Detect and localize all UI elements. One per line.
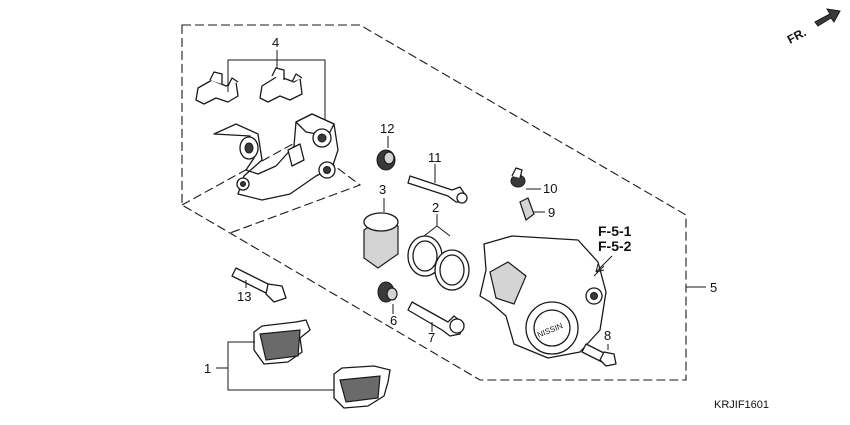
callout-9: 9 [548,205,555,220]
callout-11: 11 [428,150,442,165]
front-direction-indicator: FR. [785,8,841,47]
caliper-body: NISSIN [479,235,607,359]
seals-part-2: 2 [407,200,470,291]
reference-label-1: F-5-1 [598,223,632,239]
callout-6: 6 [390,313,397,328]
callout-13: 13 [237,289,251,304]
callout-5: 5 [710,280,717,295]
callout-7: 7 [428,330,435,345]
reference-arrow-icon [595,255,613,273]
front-arrow-icon [814,8,841,27]
assembly-frame [181,24,687,381]
bolt-part-8: 8 [581,328,617,367]
piston-part-3: 3 [363,182,399,269]
callout-4: 4 [272,35,279,50]
pad-spring-part-4: 4 [195,35,326,128]
boot-part-12: 12 [376,121,396,171]
bolt-part-13: 13 [231,267,287,304]
front-label: FR. [785,25,809,46]
callout-1: 1 [204,361,211,376]
caliper-bracket [213,113,339,201]
drawing-code: KRJIF1601 [714,399,769,411]
callout-8: 8 [604,328,611,343]
callout-2: 2 [432,200,439,215]
boot-part-6: 6 [377,281,398,328]
callout-3: 3 [379,182,386,197]
callout-12: 12 [380,121,394,136]
pin-bolt-part-7: 7 [407,301,465,345]
pin-part-11: 11 [407,150,468,204]
bleeder-screw-part-9: 9 [519,197,555,221]
brake-pads-part-1: 1 [204,319,391,409]
callout-10: 10 [543,181,557,196]
bleeder-cap-part-10: 10 [510,167,557,196]
reference-label-2: F-5-2 [598,238,632,254]
